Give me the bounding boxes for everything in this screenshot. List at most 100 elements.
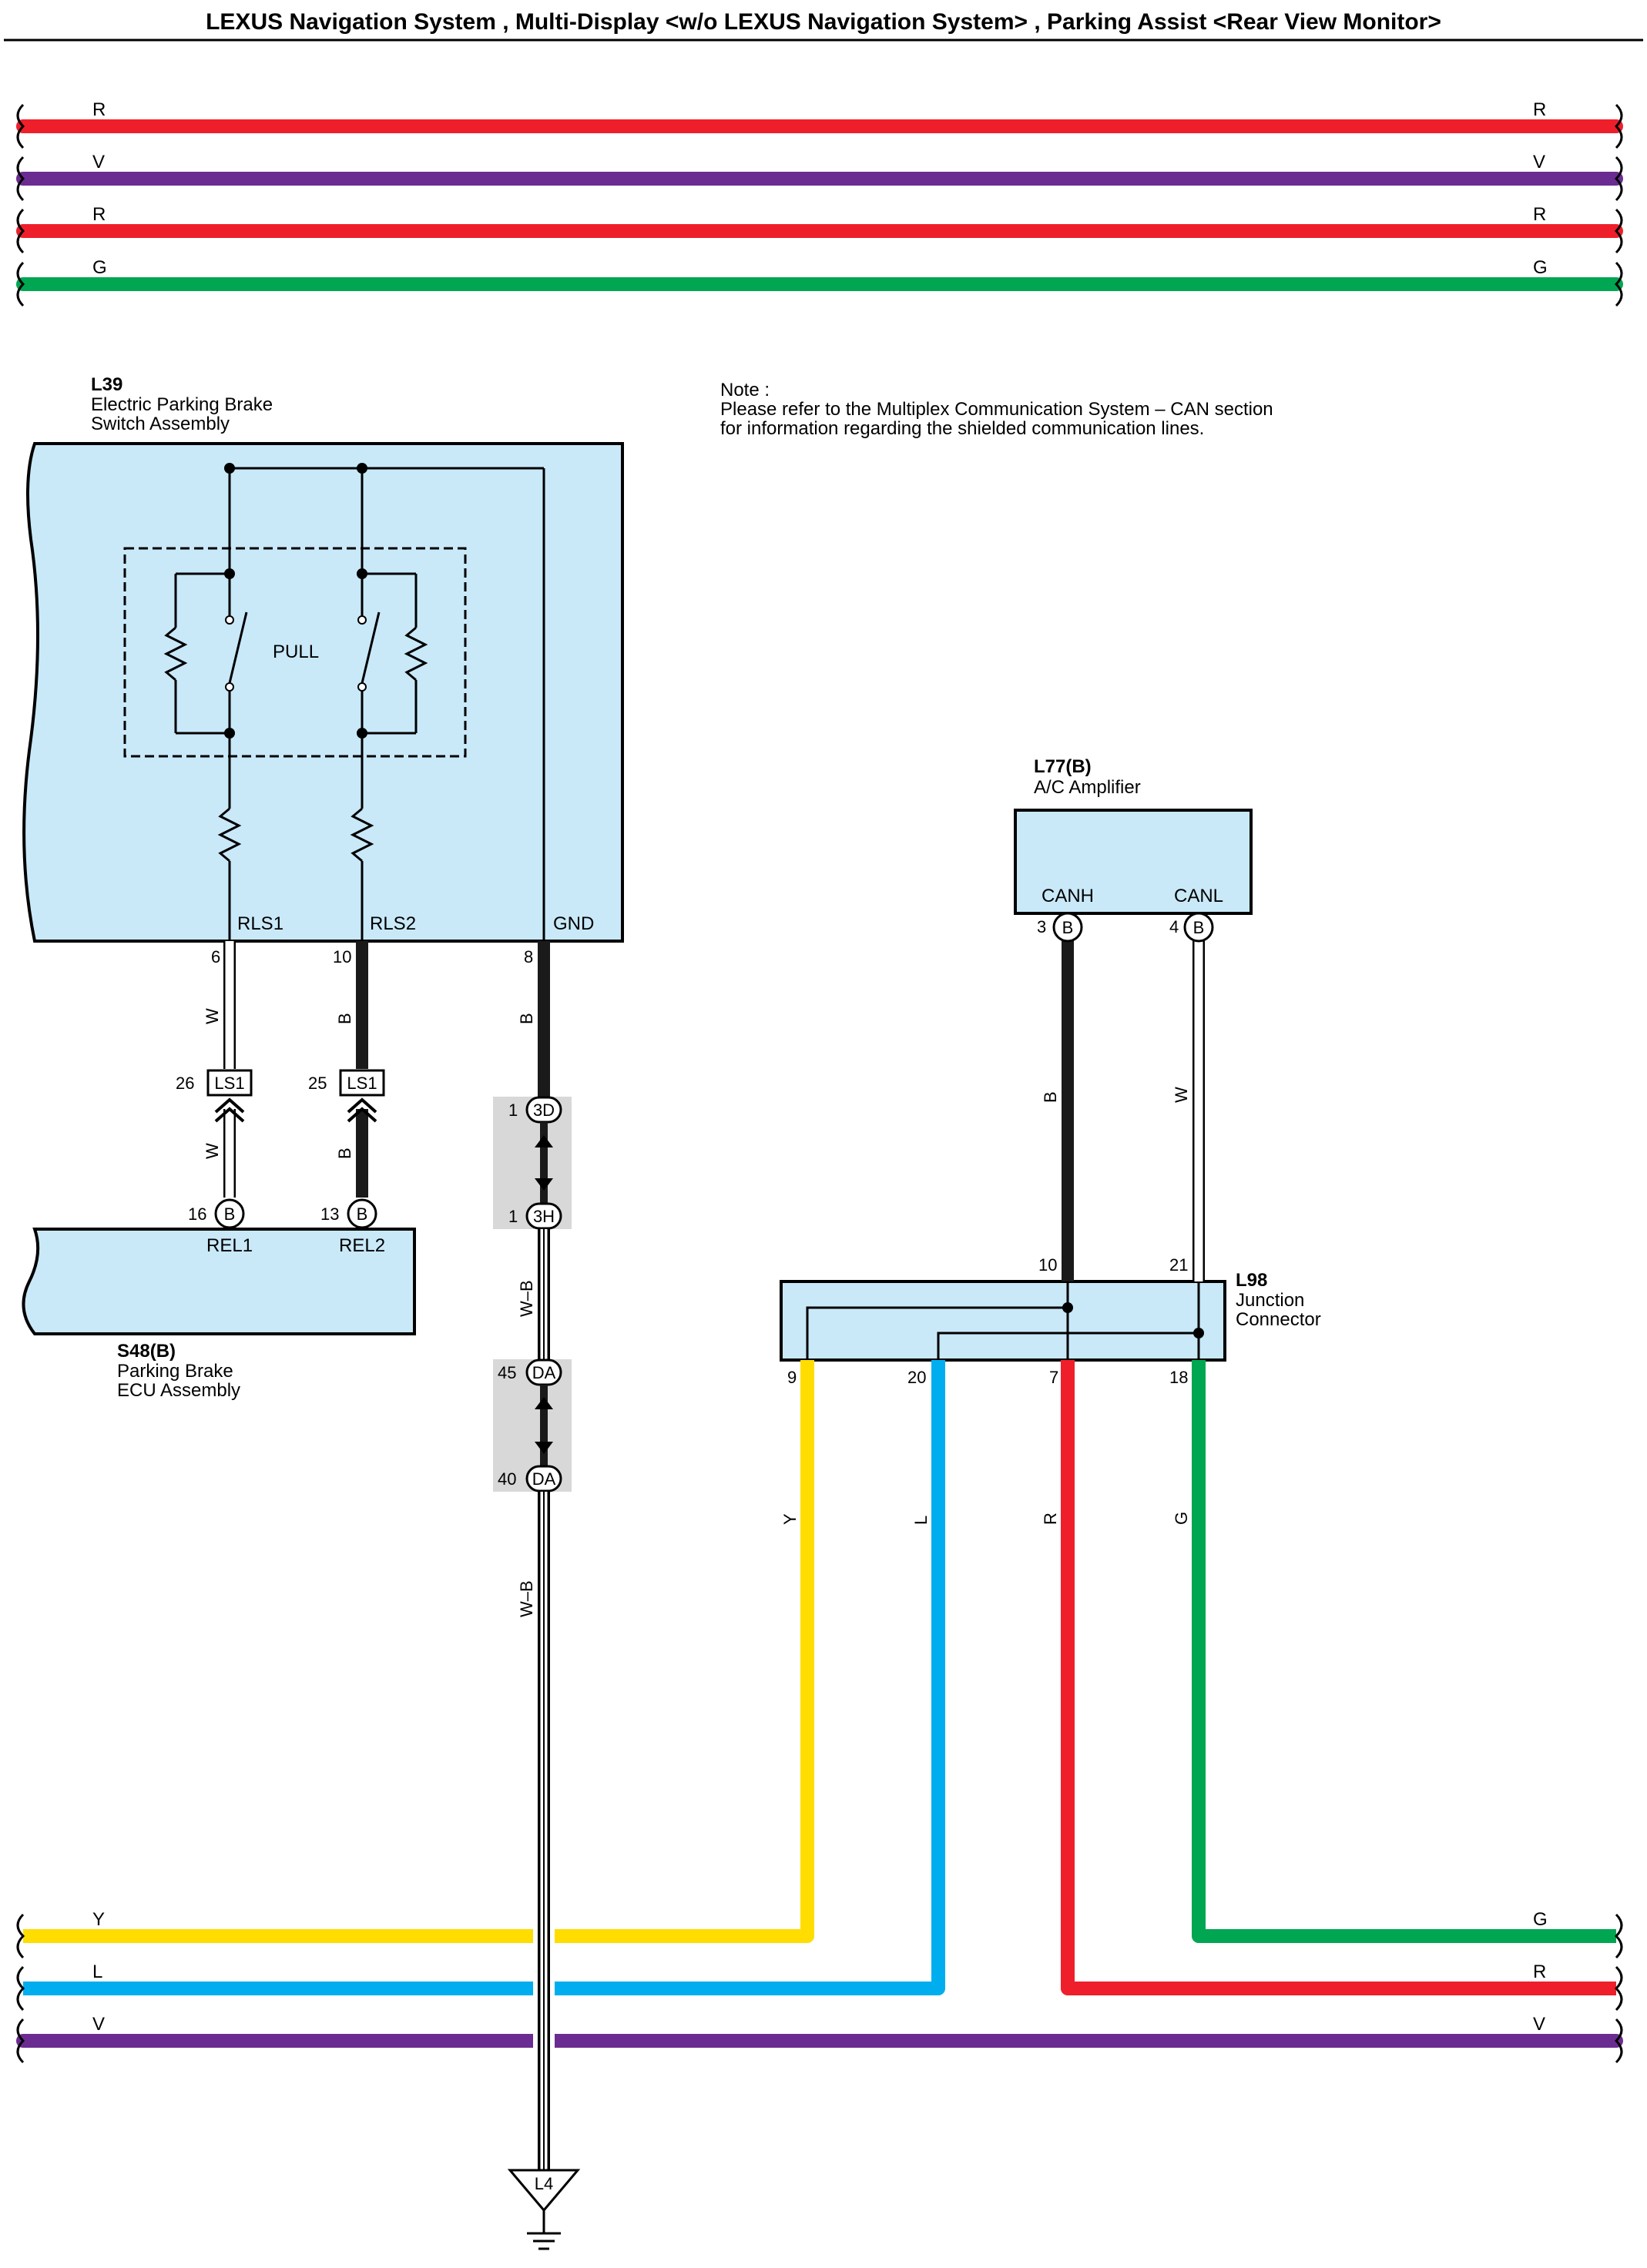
top-wire-r1: R R xyxy=(16,99,1623,149)
note-label: Note : xyxy=(720,380,770,400)
wire-color-label: G xyxy=(1172,1512,1191,1525)
switch-label: PULL xyxy=(273,642,319,662)
pin-number: 7 xyxy=(1049,1368,1058,1387)
component-name-line-2: Connector xyxy=(1236,1309,1321,1330)
wire-color-label: B xyxy=(335,1147,354,1159)
wire-color-label: W xyxy=(203,1143,222,1159)
connector-code: LS1 xyxy=(347,1074,377,1093)
ground-code: L4 xyxy=(535,2174,553,2193)
wire-color-label: B xyxy=(517,1013,536,1024)
bottom-wire-label-left: L xyxy=(92,1961,102,1982)
pin-number: 18 xyxy=(1169,1368,1188,1387)
component-code: L77(B) xyxy=(1034,756,1092,777)
pin-number: 4 xyxy=(1169,917,1179,936)
note-block: Note : Please refer to the Multiplex Com… xyxy=(720,380,1273,439)
connector-pin-number: 1 xyxy=(508,1207,518,1226)
component-name-line-1: Electric Parking Brake xyxy=(91,394,273,415)
pin-name-rls2: RLS2 xyxy=(370,913,416,934)
wire-color-label: W–B xyxy=(517,1280,536,1317)
top-wire-v: V V xyxy=(16,152,1623,202)
wire-canl: B W xyxy=(1172,912,1214,1281)
top-wire-label-left: R xyxy=(92,99,106,120)
wire-color-label: Y xyxy=(780,1513,800,1525)
pin-number: 10 xyxy=(1038,1255,1057,1275)
component-name-line-1: A/C Amplifier xyxy=(1034,777,1141,798)
component-name-line-1: Junction xyxy=(1236,1290,1304,1311)
pin-name-gnd: GND xyxy=(553,913,594,934)
connector-ls1-b xyxy=(339,1069,385,1097)
connector-pin-number: 25 xyxy=(308,1074,327,1093)
pin-number: 10 xyxy=(333,947,351,966)
wire-color-label: R xyxy=(1041,1513,1060,1525)
top-wire-g: G G xyxy=(16,257,1623,307)
connector-code: 3H xyxy=(533,1207,555,1226)
pin-name-canh: CANH xyxy=(1042,886,1094,906)
wire-color-label: L xyxy=(911,1516,931,1525)
wire-gnd: B 3D 1 3H 1 W–B DA 45 DA 40 W–B xyxy=(493,941,572,2170)
switch-box xyxy=(123,547,467,758)
wire-color-label: W xyxy=(203,1008,222,1024)
wire-color-label: W xyxy=(1172,1087,1191,1103)
diagram-title: LEXUS Navigation System , Multi-Display … xyxy=(206,9,1441,35)
wire-rls2: B B LS1 25 xyxy=(308,941,385,1198)
wire-j18-green: G xyxy=(1172,1360,1616,1943)
top-wire-label-right: G xyxy=(1533,257,1548,278)
wire-j7-red: R xyxy=(1041,1360,1616,1995)
connector-code: LS1 xyxy=(214,1074,244,1093)
bottom-wire-label-right: V xyxy=(1533,2014,1545,2035)
top-harness: R R V V R R G G xyxy=(16,99,1623,307)
component-code: L39 xyxy=(91,374,122,395)
pin-number: 9 xyxy=(787,1368,797,1387)
bottom-wire-label-left: Y xyxy=(92,1909,105,1930)
note-line-1: Please refer to the Multiplex Communicat… xyxy=(720,399,1273,420)
connector-code: DA xyxy=(532,1363,556,1382)
connector-pin-number: 40 xyxy=(498,1469,516,1489)
top-wire-r2: R R xyxy=(16,204,1623,254)
top-wire-label-left: G xyxy=(92,257,107,278)
pin-number: 8 xyxy=(524,947,533,966)
bottom-wire-label-right: R xyxy=(1533,1961,1546,1982)
pin-name-canl: CANL xyxy=(1174,886,1223,906)
component-body xyxy=(780,1280,1226,1362)
wire-rls1: W W LS1 26 xyxy=(176,941,253,1198)
component-l98: L98 Junction Connector 10 21 9 20 7 18 xyxy=(780,1255,1321,1387)
bottom-wire-label-left: V xyxy=(92,2014,105,2035)
pin-name-rel2: REL2 xyxy=(339,1235,385,1256)
wire-color-label: B xyxy=(1041,1091,1060,1103)
connector-pin-number: 1 xyxy=(508,1100,518,1120)
component-s48: B B 16 13 REL1 REL2 S48(B) Parking Brake… xyxy=(22,1198,416,1401)
wire-j9-yellow: Y xyxy=(23,1360,814,1943)
connector-pin-number: 45 xyxy=(498,1363,516,1382)
top-wire-label-right: R xyxy=(1533,204,1546,225)
pin-number: 13 xyxy=(320,1204,339,1224)
connector-letter: B xyxy=(1193,918,1205,937)
pin-name-rls1: RLS1 xyxy=(237,913,283,934)
wire-color-label: W–B xyxy=(517,1580,536,1617)
connector-ls1-a xyxy=(206,1069,253,1097)
connector-letter: B xyxy=(1062,918,1074,937)
pin-number: 16 xyxy=(188,1204,206,1224)
component-name-line-2: Switch Assembly xyxy=(91,414,230,434)
component-body xyxy=(22,442,624,943)
connector-code: 3D xyxy=(533,1100,555,1120)
connector-3h xyxy=(525,1202,562,1230)
component-l39: L39 Electric Parking Brake Switch Assemb… xyxy=(22,374,624,966)
wire-j20-blue: L xyxy=(23,1360,945,1995)
bottom-wire-label-right: G xyxy=(1533,1909,1548,1930)
top-wire-label-left: R xyxy=(92,204,106,225)
component-code: S48(B) xyxy=(117,1341,176,1362)
top-wire-label-right: R xyxy=(1533,99,1546,120)
component-name-line-2: ECU Assembly xyxy=(117,1380,240,1401)
component-l77: L77(B) A/C Amplifier CANH CANL 3 4 xyxy=(1014,756,1253,936)
pin-name-rel1: REL1 xyxy=(206,1235,253,1256)
wire-canh: B B xyxy=(1041,912,1083,1281)
pin-number: 3 xyxy=(1037,917,1046,936)
component-name-line-1: Parking Brake xyxy=(117,1361,233,1382)
bottom-harness: Y L V G R V xyxy=(16,1909,1623,2064)
component-body xyxy=(1014,809,1253,915)
top-wire-label-right: V xyxy=(1533,152,1545,173)
ground-l4: L4 xyxy=(507,2169,581,2250)
connector-letter: B xyxy=(224,1204,236,1224)
component-code: L98 xyxy=(1236,1270,1267,1291)
